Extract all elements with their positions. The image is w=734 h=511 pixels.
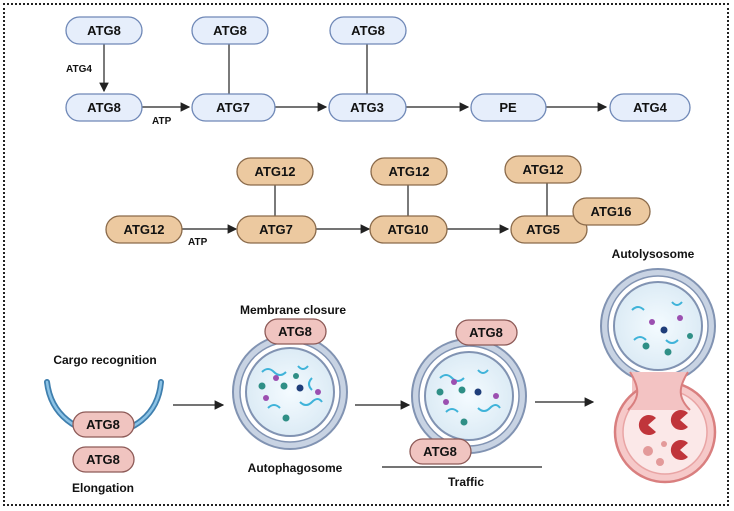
atg8-pathway: ATG8 ATG4 ATG8 ATP ATG8 ATG7 ATG8 ATG3 P… <box>65 16 691 127</box>
vesicle-lumen <box>424 351 514 441</box>
autophagy-process: Cargo recognition ATG8 ATG8 Elongation M… <box>44 247 717 495</box>
atg8-pink-closure <box>264 318 327 345</box>
atg7-pill-blue <box>191 93 276 122</box>
pe-pill <box>470 93 547 122</box>
atg3-label: ATG3 <box>350 100 384 115</box>
atg7-tan-label: ATG7 <box>259 222 293 237</box>
atg16-pill <box>572 197 651 226</box>
atg8-pill-top-3 <box>329 16 407 45</box>
atg3-pill <box>328 93 407 122</box>
atp-label-2: ATP <box>188 237 208 248</box>
atg8-pink-vesicle-bottom <box>409 438 472 465</box>
membrane-closure-label: Membrane closure <box>240 303 346 317</box>
atg12-start-pill <box>105 215 183 244</box>
atg8-top-3-label: ATG8 <box>351 23 385 38</box>
lysosomal-enzyme <box>670 410 688 430</box>
atg8-closure-label: ATG8 <box>278 324 312 339</box>
atg8-pill-top-2 <box>191 16 269 45</box>
cargo-recognition-label: Cargo recognition <box>53 353 156 367</box>
atg10-label: ATG10 <box>388 222 429 237</box>
autophagosome-cargo <box>258 365 323 422</box>
atg5-pill <box>510 215 588 244</box>
atp-label-1: ATP <box>152 116 172 127</box>
atg12-over-atg5-pill <box>504 155 582 184</box>
atg8-top-2-label: ATG8 <box>213 23 247 38</box>
atg10-pill <box>369 215 448 244</box>
lysosomal-enzyme <box>638 415 656 435</box>
atg8-vesicle-bottom-label: ATG8 <box>423 444 457 459</box>
atg8-main-label: ATG8 <box>87 100 121 115</box>
atg12-over-atg10-pill <box>370 157 448 186</box>
atg8-below-label: ATG8 <box>86 452 120 467</box>
atg4-end-pill <box>609 93 691 122</box>
atg4-end-label: ATG4 <box>633 100 667 115</box>
atg8-pink-vesicle-top <box>455 319 518 346</box>
autolysosome-label: Autolysosome <box>612 247 695 261</box>
pe-label: PE <box>499 100 517 115</box>
atg4-label: ATG4 <box>66 64 92 75</box>
atg12-start-label: ATG12 <box>124 222 165 237</box>
atg7-tan-pill <box>236 215 317 244</box>
vesicle-cargo <box>436 369 501 426</box>
autolysosome <box>600 268 717 484</box>
atg8-vesicle-top-label: ATG8 <box>469 325 503 340</box>
atg8-pink-below <box>72 446 135 473</box>
atg12-over-atg10-label: ATG12 <box>389 164 430 179</box>
atg8-pill-main <box>65 93 143 122</box>
traffic-label: Traffic <box>448 475 484 489</box>
atg8-phagophore-label: ATG8 <box>86 417 120 432</box>
atg12-pathway: ATG12 ATP ATG12 ATG7 ATG12 ATG10 ATG12 A… <box>105 155 651 248</box>
atg12-over-atg5-label: ATG12 <box>523 162 564 177</box>
atg8-pink-phagophore <box>72 411 135 438</box>
atg8-pill-top-1 <box>65 16 143 45</box>
atg8-top-1-label: ATG8 <box>87 23 121 38</box>
atg12-over-atg7-pill <box>236 157 314 186</box>
atg7-blue-label: ATG7 <box>216 100 250 115</box>
autophagosome-label: Autophagosome <box>248 461 343 475</box>
lysosomal-enzyme <box>670 440 688 460</box>
atg12-over-atg7-label: ATG12 <box>255 164 296 179</box>
diagram-frame <box>3 3 729 506</box>
atg16-label: ATG16 <box>591 204 632 219</box>
autolysosome-lumen <box>613 281 703 371</box>
elongation-label: Elongation <box>72 481 134 495</box>
atg5-label: ATG5 <box>526 222 560 237</box>
